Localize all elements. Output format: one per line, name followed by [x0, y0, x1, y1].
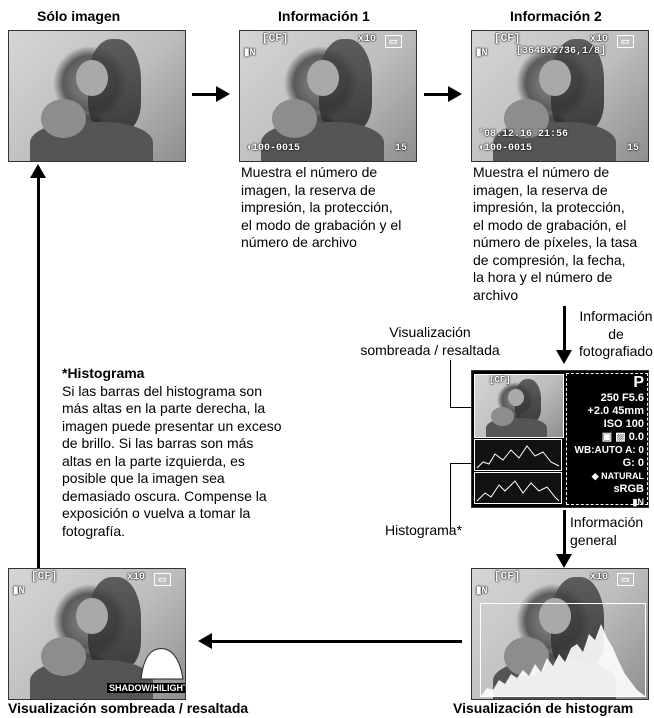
histogram-top: [474, 439, 562, 471]
card-indicator: [CF]: [262, 33, 289, 45]
arrow-right-2: [424, 93, 450, 96]
frame-number: 15: [627, 143, 640, 154]
protect-count: x10: [590, 572, 609, 583]
histogram-note-title: *Histograma: [62, 365, 145, 381]
arrow-down-2: [563, 510, 566, 556]
white-balance: WB:AUTO A: 0: [574, 445, 644, 456]
color-space: sRGB: [613, 483, 644, 495]
quality-indicator: ▮N: [244, 48, 256, 59]
iso-value: ISO 100: [603, 418, 644, 430]
frame-number: 15: [395, 143, 408, 154]
histogram-overlay: [480, 603, 646, 697]
histogram-note: *Histograma Si las barras del histograma…: [62, 365, 322, 540]
protect-count: x10: [590, 34, 609, 45]
title-solo-imagen: Sólo imagen: [37, 8, 121, 24]
photo-histograma: [CF] x10 ▭ ▮N: [471, 568, 649, 700]
arrow-left: [212, 640, 462, 643]
title-informacion-2: Información 2: [510, 8, 602, 24]
arrowhead-left: [198, 633, 212, 649]
card-indicator: [CF]: [494, 33, 521, 45]
shooting-info-panel: P 250 F5.6 +2.0 45mm ISO 100 ▣ ▨ 0.0 WB:…: [566, 373, 648, 507]
histogram-display: [CF] P 250 F5.6 +2.0 45mm ISO 100 ▣ ▨ 0.…: [471, 370, 649, 508]
protect-count: x10: [127, 572, 146, 583]
label-histograma: Histograma*: [385, 522, 463, 538]
caption-sombreada: Visualización sombreada / resaltada: [8, 700, 249, 716]
arrowhead-down-1: [556, 350, 572, 364]
arrow-right-1: [192, 93, 218, 96]
quality-icon: ▮N: [632, 497, 644, 507]
caption-histograma: Visualización de histogram: [453, 700, 634, 716]
arrowhead-right-2: [448, 86, 462, 102]
leader-histograma: [450, 463, 451, 531]
highlight-region-icon: [140, 648, 184, 680]
quality-indicator: ▮N: [476, 586, 488, 597]
arrowhead-down-2: [556, 554, 572, 568]
mode-indicator: P: [633, 374, 644, 391]
file-number: ◖100-0015: [478, 143, 533, 154]
arrowhead-up: [30, 164, 46, 178]
title-informacion-1: Información 1: [278, 8, 370, 24]
flash-compensation: ▣ ▨ 0.0: [601, 431, 644, 443]
shadow-hilight-indicator: SHADOW/HILIGHT: [107, 683, 185, 693]
histogram-bottom: [474, 472, 562, 504]
leader-visualizacion-h: [450, 407, 472, 408]
photo-solo-imagen: [8, 30, 186, 162]
protect-count: x10: [358, 34, 377, 45]
leader-histograma-h: [450, 463, 472, 464]
memory-icon: ▭: [154, 573, 171, 586]
arrow-up: [37, 178, 40, 568]
memory-icon: ▭: [617, 35, 634, 48]
photo-informacion-1: [CF] x10 ▭ ▮N ◖100-0015 15: [239, 30, 417, 162]
date-time: '08.12.16 21:56: [478, 129, 569, 140]
picture-mode: ◆ NATURAL: [591, 471, 644, 481]
photo-sombreada-resaltada: [CF] x10 ▭ ▮N SHADOW/HILIGHT: [8, 568, 186, 700]
file-number: ◖100-0015: [246, 143, 301, 154]
thumbnail-photo: [CF]: [474, 374, 564, 438]
memory-icon: ▭: [617, 573, 634, 586]
wb-green: G: 0: [622, 457, 644, 469]
pixel-count: [3648x2736,1/8]: [516, 46, 607, 57]
arrowhead-right-1: [216, 86, 230, 102]
photo-informacion-2: [CF] x10 ▭ ▮N [3648x2736,1/8] '08.12.16 …: [471, 30, 649, 162]
card-indicator: [CF]: [494, 571, 521, 583]
quality-indicator: ▮N: [13, 586, 25, 597]
exposure-focal: +2.0 45mm: [587, 405, 644, 417]
leader-visualizacion: [450, 360, 451, 408]
arrow-down-1: [563, 306, 566, 352]
card-indicator: [CF]: [31, 571, 58, 583]
card-indicator: [CF]: [489, 375, 511, 385]
shutter-aperture: 250 F5.6: [600, 392, 644, 404]
quality-indicator: ▮N: [476, 48, 488, 59]
memory-icon: ▭: [385, 35, 402, 48]
